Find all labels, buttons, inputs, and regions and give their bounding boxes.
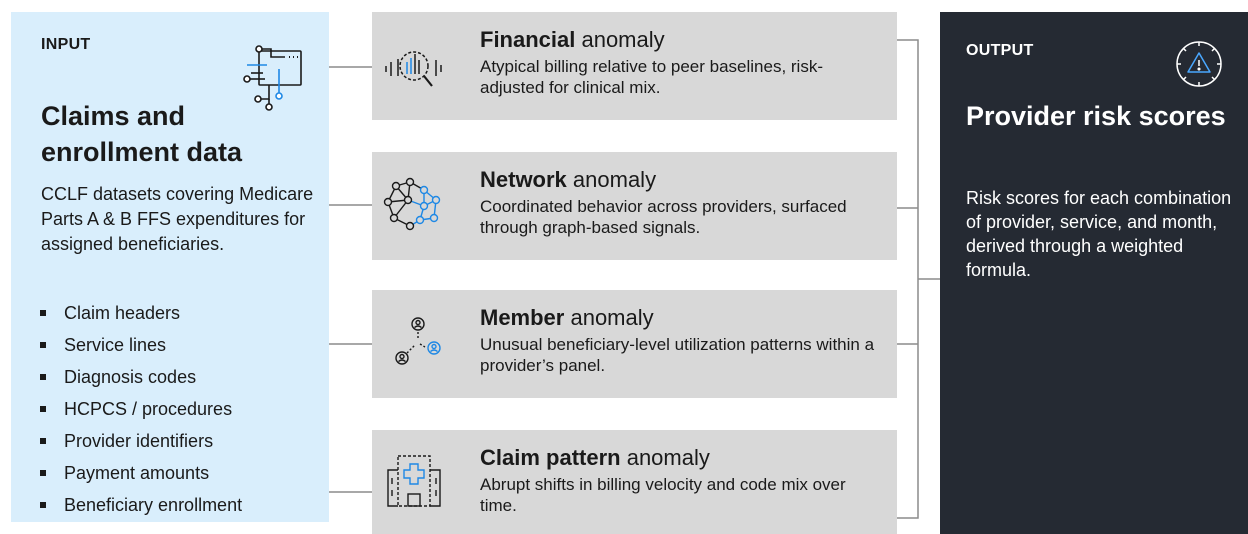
input-bullet-list: Claim headers Service lines Diagnosis co… [40,297,242,521]
list-item: Claim headers [40,297,242,329]
bullet-square-icon [40,374,46,380]
bullet-square-icon [40,342,46,348]
card-description: Unusual beneficiary-level utilization pa… [480,335,875,375]
output-kicker: OUTPUT [966,42,1034,59]
list-item: Payment amounts [40,457,242,489]
alert-gauge-icon [1173,38,1225,95]
network-anomaly-card: Network anomaly Coordinated behavior acr… [372,152,897,260]
input-title: Claims and enrollment data [41,101,243,167]
network-graph-icon [380,172,446,238]
card-description: Atypical billing relative to peer baseli… [480,57,823,97]
output-title: Provider risk scores [966,101,1226,131]
card-title: Financial anomaly [480,27,665,52]
bullet-square-icon [40,310,46,316]
member-anomaly-card: Member anomaly Unusual beneficiary-level… [372,290,897,398]
input-kicker: INPUT [41,36,91,53]
input-panel: INPUT [11,12,329,522]
claim-pattern-anomaly-card: Claim pattern anomaly Abrupt shifts in b… [372,430,897,534]
card-title: Member anomaly [480,305,654,330]
output-panel: OUTPUT Provider risk scores Risk scores … [940,12,1248,534]
output-description: Risk scores for each combination of prov… [966,188,1232,280]
card-description: Coordinated behavior across providers, s… [480,197,847,237]
bullet-square-icon [40,470,46,476]
list-item: HCPCS / procedures [40,393,242,425]
bullet-square-icon [40,438,46,444]
card-description: Abrupt shifts in billing velocity and co… [480,475,846,515]
circuit-data-icon [241,39,307,116]
chart-magnifier-icon [380,32,446,98]
list-item: Diagnosis codes [40,361,242,393]
card-title: Network anomaly [480,167,657,192]
financial-anomaly-card: Financial anomaly Atypical billing relat… [372,12,897,120]
list-item: Provider identifiers [40,425,242,457]
card-title: Claim pattern anomaly [480,445,710,470]
bullet-square-icon [40,406,46,412]
hospital-icon [380,448,446,514]
input-description: CCLF datasets covering Medicare Parts A … [41,184,314,254]
list-item: Beneficiary enrollment [40,489,242,521]
list-item: Service lines [40,329,242,361]
members-icon [380,310,446,376]
bullet-square-icon [40,502,46,508]
